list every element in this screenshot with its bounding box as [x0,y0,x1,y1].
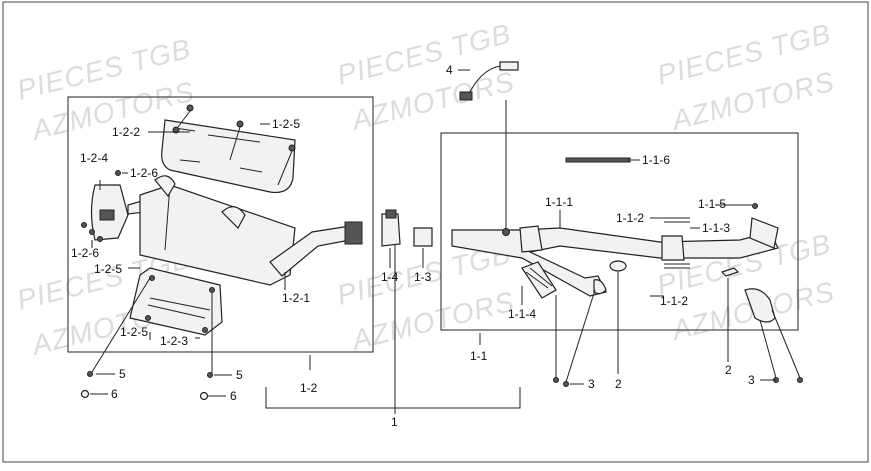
heat-shield-slots [174,127,263,173]
bolt-icon [145,315,151,321]
part-label: 1-2-6 [71,246,99,260]
catalyst-mesh [525,267,553,289]
part-label: 1-2-6 [130,166,158,180]
leader-lines [90,69,776,414]
part-label: 1-1-2 [660,294,688,308]
bolt-icon [563,381,569,387]
gasket-rings [664,217,690,269]
part-label: 1-1 [470,349,488,363]
bolt-icon [553,377,559,383]
bolt-icon [149,275,155,281]
oxygen-sensor[interactable] [499,61,519,71]
bolt-icon [209,287,215,293]
part-label: 1-2-3 [160,334,188,348]
bolt-leader [91,277,213,373]
ring-gasket[interactable] [720,267,740,277]
muffler-edge [139,184,171,255]
part-label: 5 [119,367,126,381]
bolt-icon [752,203,758,209]
bolt-leader [177,110,293,186]
part-label: 4 [446,63,453,77]
group-box-pipe [440,132,799,331]
part-label: 6 [230,389,237,403]
bolt-icon [115,170,121,176]
part-label: 1-2 [300,381,318,395]
washer-icon [80,389,90,399]
part-label: 3 [588,377,595,391]
bolt-icon [797,377,803,383]
sensor-port [502,228,510,236]
pipe-flange-mid [661,235,685,261]
bolt-icon [186,104,194,112]
gasket[interactable] [413,227,433,247]
part-label: 1-2-2 [112,125,140,139]
part-label: 1-1-5 [698,197,726,211]
pipe-joint [519,225,543,253]
bolt-icon [236,120,244,128]
bolt-icon [97,236,103,242]
part-label: 1-2-5 [272,117,300,131]
ring-gasket[interactable] [609,260,627,272]
part-label: 3 [748,373,755,387]
part-label: 1-2-4 [80,151,108,165]
part-label: 1-1-3 [702,221,730,235]
part-label: 1 [391,415,398,429]
bolt-icon [207,372,213,378]
washer-icon [199,391,209,401]
part-label: 1-2-1 [282,291,310,305]
clamp[interactable] [381,213,401,247]
part-label: 1-3 [414,270,432,284]
part-label: 1-1-2 [616,211,644,225]
bolt-icon [87,371,93,377]
outer-frame [2,1,869,463]
part-label: 1-1-1 [545,195,573,209]
muffler-bracket [221,206,246,229]
rod-part[interactable] [565,157,631,163]
header-flange [593,279,607,295]
part-label: 1-1-4 [508,307,536,321]
part-label: 1-2-5 [94,262,122,276]
bolt-icon [288,144,296,152]
heat-shield-upper[interactable] [161,119,296,194]
group-box-muffler [67,96,374,353]
part-labels: 4 1-2-2 1-2-5 1-2-4 1-2-6 1-2-6 1-2-5 1-… [71,63,755,429]
sensor-connector [459,91,473,101]
bolt-icon [89,229,95,235]
clamp-bolt [385,209,397,219]
part-label: 1-1-6 [642,153,670,167]
heat-shield-lower-slots [147,297,211,319]
end-cap-outlet [99,209,115,221]
link-pipe-flange [344,221,363,245]
bolt-leader [555,289,801,383]
bolt-icon [202,327,208,333]
part-label: 2 [725,363,732,377]
muffler-bracket [154,175,176,198]
heat-shield-lower[interactable] [129,267,223,336]
bolt-icon [81,222,87,228]
part-label: 2 [615,377,622,391]
part-label: 1-2-5 [120,325,148,339]
catalyst-insert[interactable] [521,261,557,299]
part-label: 5 [236,368,243,382]
part-label: 6 [111,387,118,401]
pipe-inlet-flange [749,217,779,249]
part-label: 1-4 [381,270,399,284]
